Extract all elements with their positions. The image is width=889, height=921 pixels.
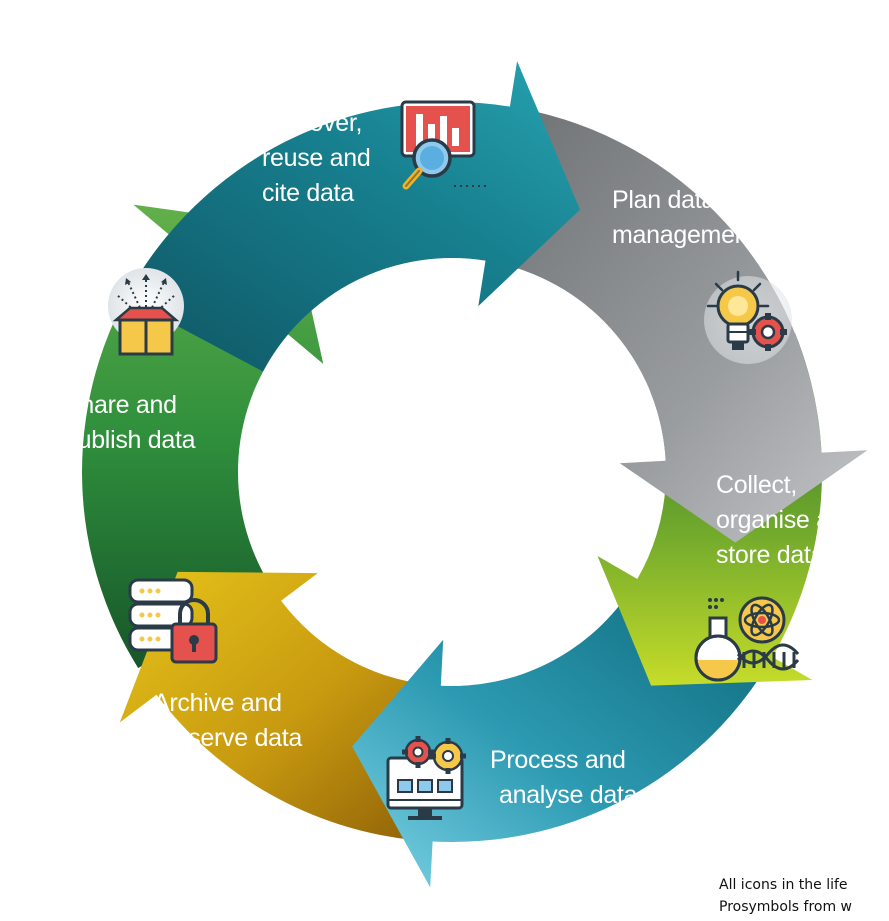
stage-label-process: Process and analyse data: [490, 746, 638, 809]
stage-label-archive: Archive and preserve data: [153, 689, 302, 752]
science-flask-atom-dna-icon: [694, 596, 800, 682]
computer-gears-icon: [386, 736, 466, 820]
icon-attribution-line-1: All icons in the life: [719, 877, 848, 893]
stage-label-discover: Discover, reuse and cite data: [262, 109, 377, 207]
stage-label-plan: Plan data management: [612, 186, 755, 249]
dashboard-magnifier-icon: [400, 100, 490, 190]
open-box-share-icon: [108, 268, 184, 356]
stage-label-collect: Collect, organise and store data: [716, 471, 864, 569]
icon-attribution-line-2: Prosymbols from w: [719, 899, 852, 915]
stage-label-share: Share and publish data: [64, 391, 196, 454]
arrow-discover: [125, 61, 581, 372]
arrow-plan: [500, 111, 868, 543]
database-lock-icon: [128, 578, 218, 664]
lightbulb-gear-icon: [704, 270, 792, 364]
